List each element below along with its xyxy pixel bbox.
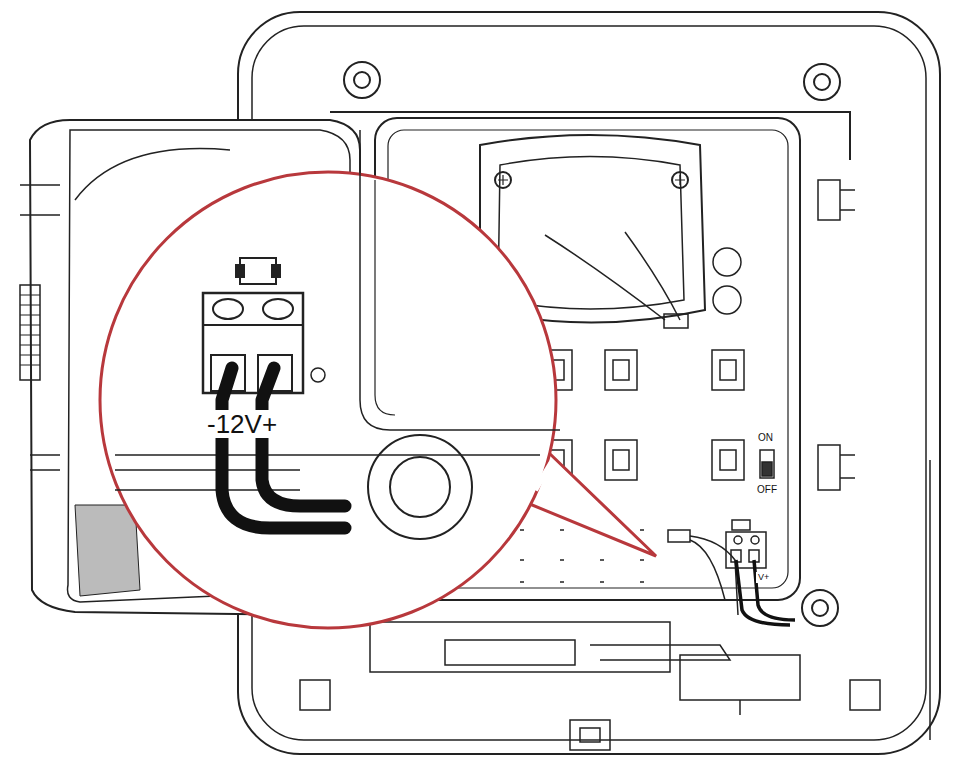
housing-bottom xyxy=(300,622,880,750)
voltage-label: -12V+ xyxy=(205,410,279,438)
switch-off-label: OFF xyxy=(755,484,779,496)
terminal-block-small xyxy=(668,520,795,625)
terminal-label: V+ xyxy=(756,572,771,583)
magnifier-callout xyxy=(100,130,656,628)
hinges xyxy=(818,180,930,740)
switch-on-label: ON xyxy=(756,432,775,444)
board-components xyxy=(520,350,774,582)
